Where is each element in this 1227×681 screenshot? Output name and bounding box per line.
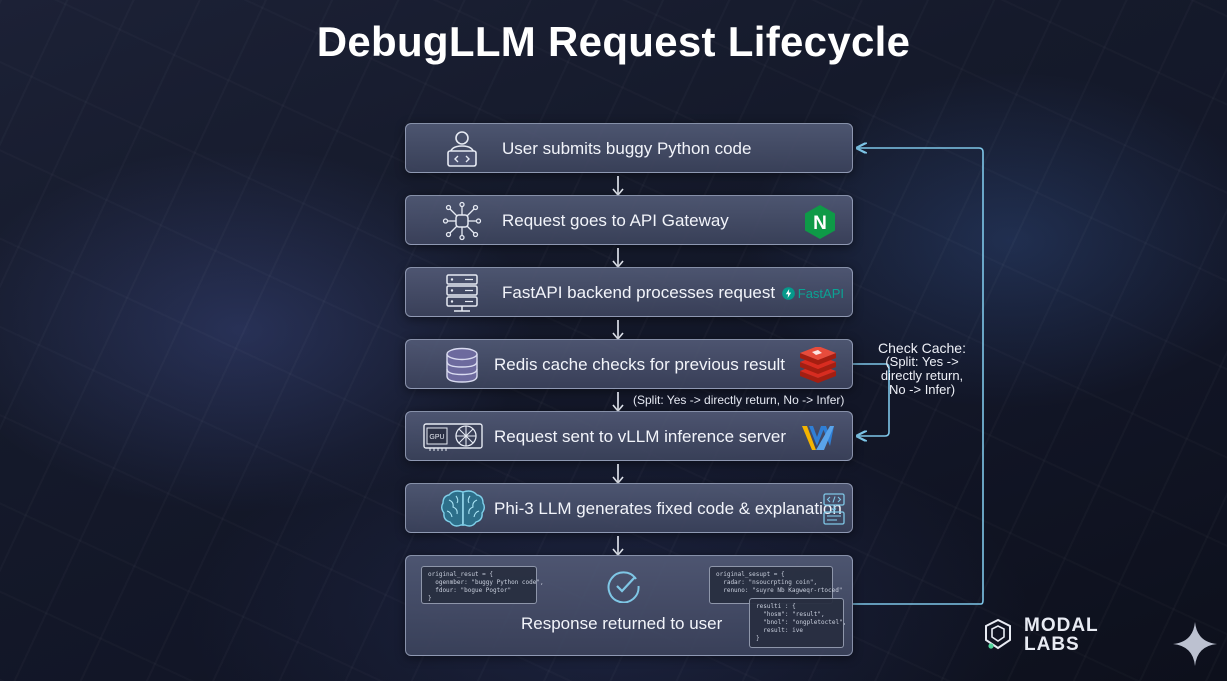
flow-arrow bbox=[612, 464, 624, 485]
step-label: Response returned to user bbox=[521, 614, 723, 633]
vllm-logo bbox=[802, 426, 834, 450]
step-label: Request goes to API Gateway bbox=[502, 211, 729, 230]
split-note: (Split: Yes -> directly return, No -> In… bbox=[633, 393, 845, 407]
server-rack-icon bbox=[446, 274, 478, 312]
cache-note: Check Cache: (Split: Yes -> directly ret… bbox=[862, 341, 982, 397]
original-code-snippet: original_resut = { ogenmber: "buggy Pyth… bbox=[421, 566, 544, 604]
result-json-snippet: resulti : { "hosm": "result", "bnol": "o… bbox=[749, 598, 846, 648]
gpu-card-icon: GPU bbox=[423, 423, 483, 451]
step-label: User submits buggy Python code bbox=[502, 139, 752, 158]
svg-text:N: N bbox=[813, 213, 827, 234]
cache-note-line: Check Cache: bbox=[878, 340, 966, 356]
cache-note-line: (Split: Yes -> bbox=[885, 354, 959, 369]
step-vllm-inference: GPU Request sent to vLLM inference serve… bbox=[405, 411, 853, 461]
step-user-submits: User submits buggy Python code bbox=[405, 123, 853, 173]
flow-arrow bbox=[612, 320, 624, 341]
brand-line: MODAL bbox=[1024, 615, 1099, 636]
step-redis-cache: Redis cache checks for previous result bbox=[405, 339, 853, 389]
step-phi3-generation: Phi-3 LLM generates fixed code & explana… bbox=[405, 483, 853, 533]
database-icon bbox=[446, 347, 478, 383]
redis-logo bbox=[800, 347, 836, 383]
fastapi-bolt-icon bbox=[781, 286, 795, 300]
page-title: DebugLLM Request Lifecycle bbox=[316, 18, 911, 65]
brand-line: LABS bbox=[1024, 634, 1080, 655]
cache-note-line: No -> Infer) bbox=[888, 382, 956, 397]
modal-labs-logo bbox=[985, 618, 1011, 650]
step-fastapi-backend: FastAPI backend processes request FastAP… bbox=[405, 267, 853, 317]
checkmark-circle-icon bbox=[607, 571, 640, 603]
user-laptop-icon bbox=[447, 131, 477, 167]
flow-arrow bbox=[612, 176, 624, 197]
step-api-gateway: Request goes to API Gateway N bbox=[405, 195, 853, 245]
step-label: Request sent to vLLM inference server bbox=[494, 427, 786, 446]
modal-labs-text: MODAL LABS bbox=[1024, 616, 1099, 654]
step-response-returned: original_resut = { ogenmber: "buggy Pyth… bbox=[405, 555, 853, 656]
fastapi-logo-text: FastAPI bbox=[797, 285, 844, 301]
flow-arrow bbox=[612, 536, 624, 557]
step-label: Phi-3 LLM generates fixed code & explana… bbox=[494, 499, 842, 518]
nginx-logo: N bbox=[805, 205, 835, 239]
flow-arrow bbox=[612, 392, 624, 413]
flow-arrow bbox=[612, 248, 624, 269]
cache-note-line: directly return, bbox=[880, 368, 964, 383]
code-doc-icon bbox=[823, 493, 845, 525]
sparkle-icon bbox=[1173, 622, 1217, 666]
network-hub-icon bbox=[442, 201, 482, 241]
step-label: FastAPI backend processes request bbox=[502, 283, 776, 302]
step-label: Redis cache checks for previous result bbox=[494, 355, 786, 374]
svg-text:GPU: GPU bbox=[429, 434, 444, 441]
modal-labs-brand: MODAL LABS bbox=[982, 614, 1122, 658]
brain-icon bbox=[441, 490, 485, 527]
fastapi-logo: FastAPI bbox=[781, 284, 844, 302]
